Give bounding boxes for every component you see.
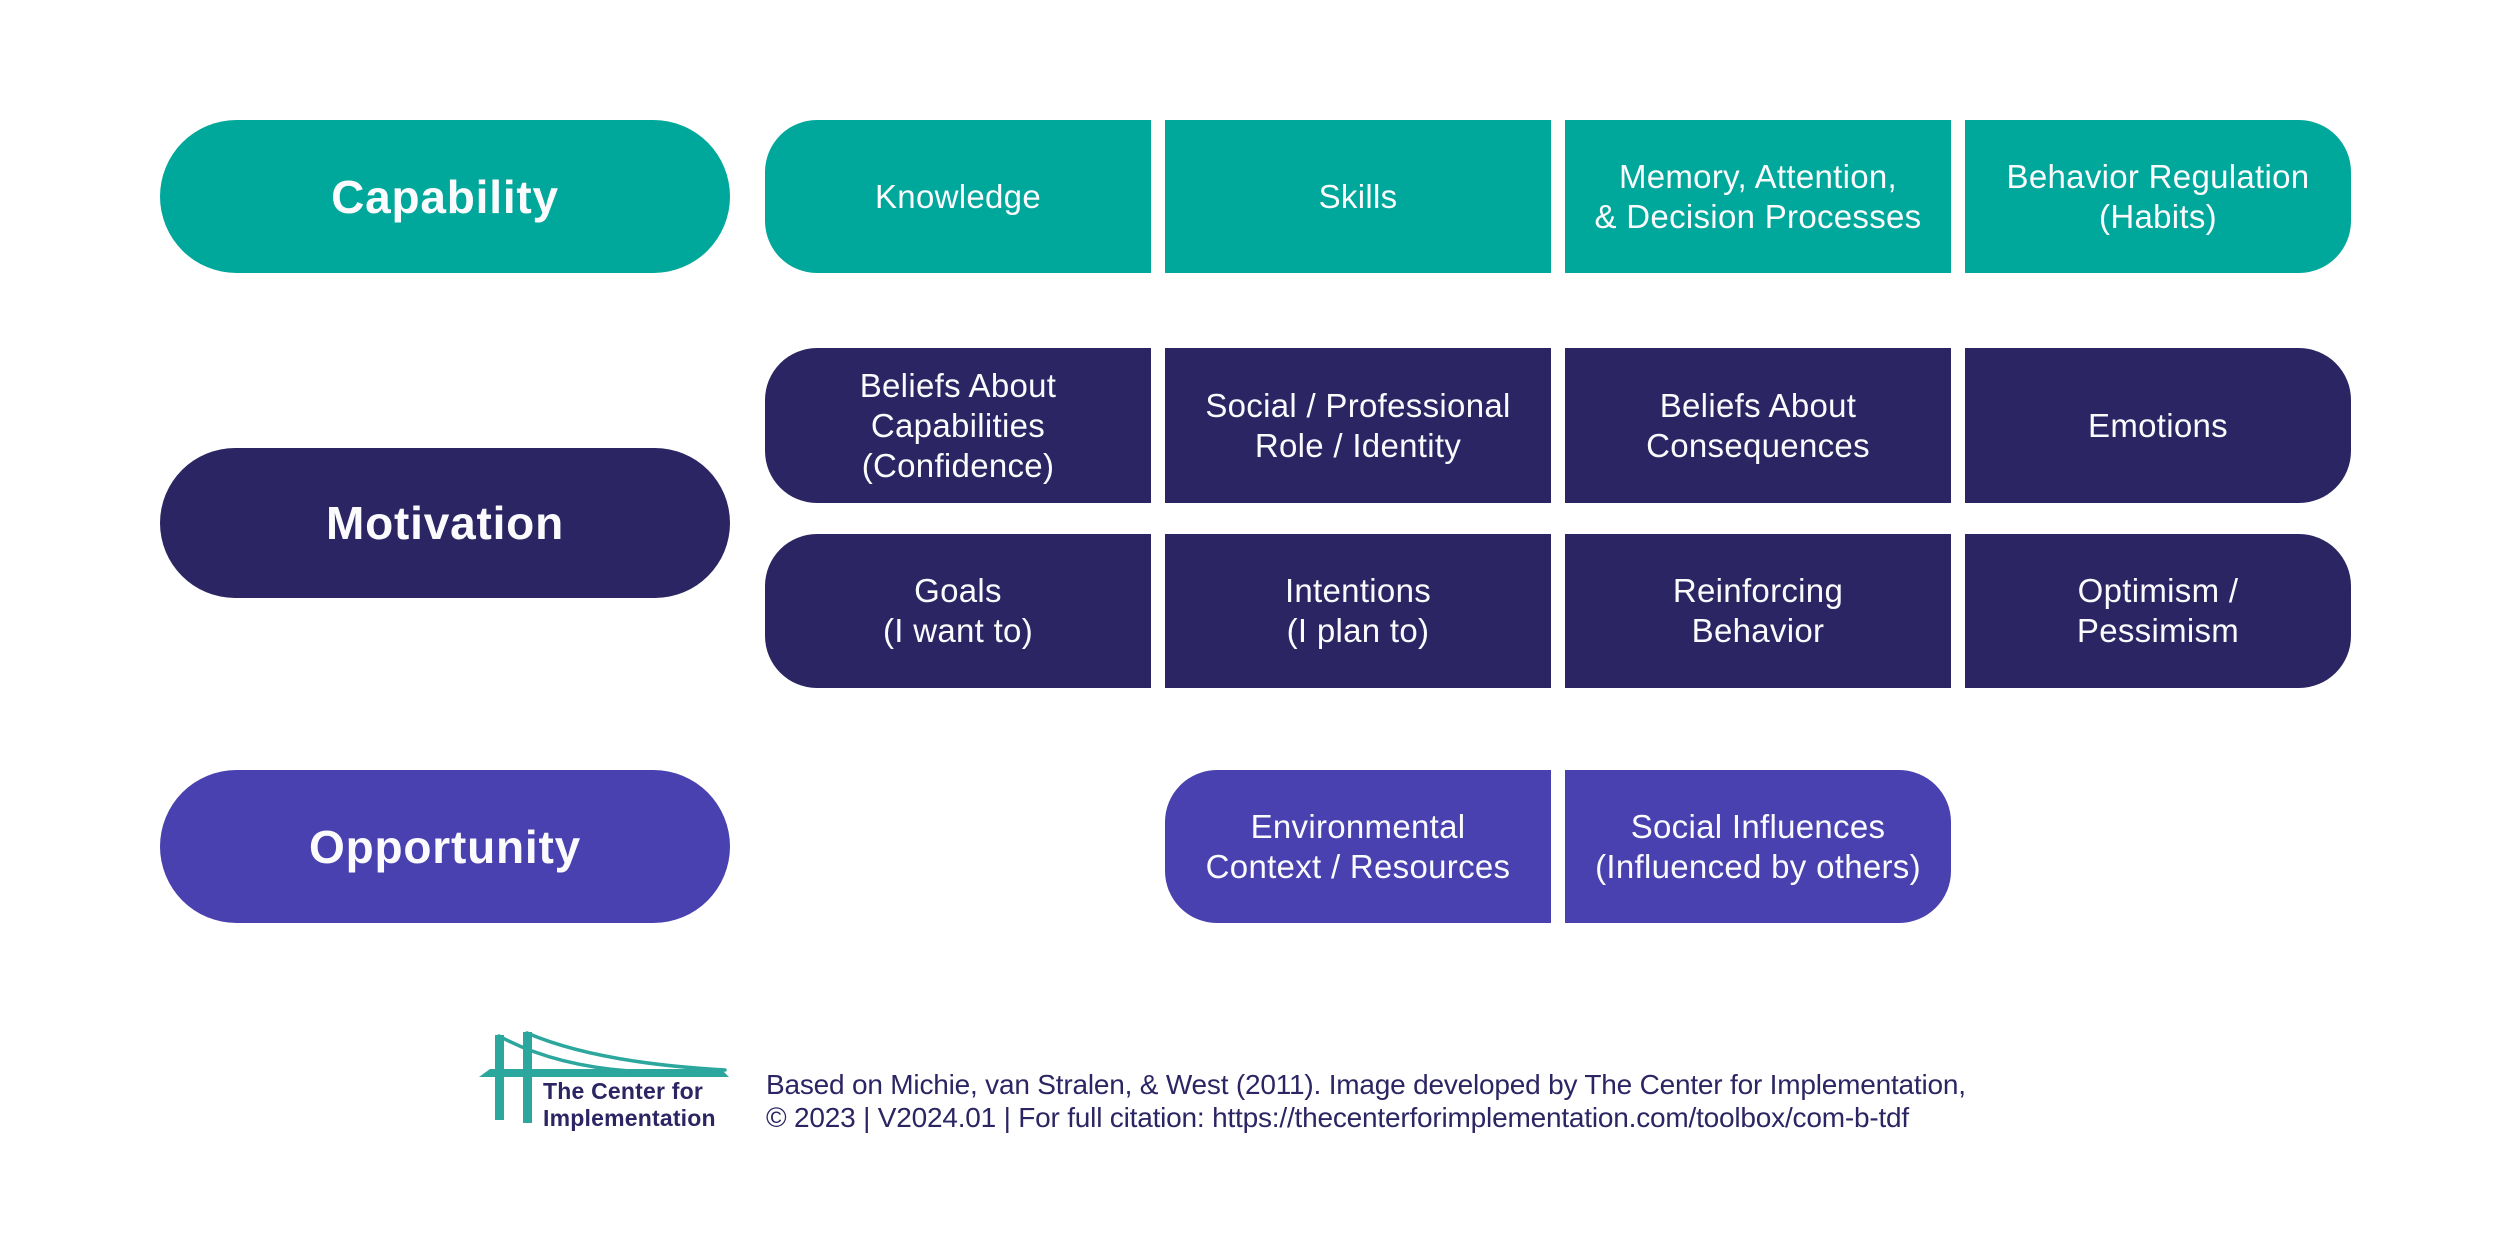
tdf-box-goals: Goals (I want to) (765, 534, 1151, 688)
tdf-box-environmental-context: Environmental Context / Resources (1165, 770, 1551, 923)
tdf-box-beliefs-about-capabilities: Beliefs About Capabilities (Confidence) (765, 348, 1151, 503)
capability-pill-label: Capability (331, 170, 559, 223)
tdf-box-optimism-pessimism-label: Optimism / Pessimism (2076, 572, 2240, 649)
tdf-box-reinforcing-behavior: Reinforcing Behavior (1565, 534, 1951, 688)
tdf-box-skills: Skills (1165, 120, 1551, 273)
tdf-box-beliefs-about-consequences-label: Beliefs About Consequences (1646, 386, 1870, 464)
tdf-box-knowledge-label: Knowledge (875, 177, 1041, 215)
tdf-box-social-influences-label: Social Influences (Influenced by others) (1595, 807, 1921, 885)
motivation-pill-label: Motivation (326, 497, 564, 549)
tdf-box-goals-label: Goals (I want to) (882, 572, 1033, 649)
tdf-box-social-professional-role-label: Social / Professional Role / Identity (1205, 386, 1511, 464)
motivation-pill: Motivation (160, 448, 730, 598)
logo-line-2: Implementation (543, 1105, 716, 1131)
citation-line-1: Based on Michie, van Stralen, & West (20… (766, 1069, 1966, 1100)
tdf-box-social-influences: Social Influences (Influenced by others) (1565, 770, 1951, 923)
tdf-box-behavior-regulation-label: Behavior Regulation (Habits) (2006, 157, 2310, 235)
tdf-box-knowledge: Knowledge (765, 120, 1151, 273)
citation-line-2: © 2023 | V2024.01 | For full citation: h… (766, 1102, 1909, 1133)
opportunity-pill-label: Opportunity (309, 820, 581, 873)
tdf-box-memory-attention-decision: Memory, Attention, & Decision Processes (1565, 120, 1951, 273)
tdf-box-emotions-label: Emotions (2088, 406, 2228, 444)
tdf-box-intentions: Intentions (I plan to) (1165, 534, 1551, 688)
citation-text: Based on Michie, van Stralen, & West (20… (766, 1068, 1966, 1134)
logo-line-1: The Center for (543, 1078, 703, 1104)
opportunity-pill: Opportunity (160, 770, 730, 923)
capability-pill: Capability (160, 120, 730, 273)
tdf-box-reinforcing-behavior-label: Reinforcing Behavior (1672, 572, 1844, 649)
tdf-box-behavior-regulation: Behavior Regulation (Habits) (1965, 120, 2351, 273)
tdf-box-memory-attention-decision-label: Memory, Attention, & Decision Processes (1594, 157, 1922, 235)
tdf-box-beliefs-about-consequences: Beliefs About Consequences (1565, 348, 1951, 503)
tdf-box-beliefs-about-capabilities-label: Beliefs About Capabilities (Confidence) (859, 366, 1057, 484)
tdf-box-environmental-context-label: Environmental Context / Resources (1205, 807, 1511, 885)
tdf-box-social-professional-role: Social / Professional Role / Identity (1165, 348, 1551, 503)
bridge-logo-icon (479, 1031, 729, 1123)
tdf-box-intentions-label: Intentions (I plan to) (1284, 572, 1432, 649)
tdf-box-skills-label: Skills (1318, 177, 1398, 215)
tdf-box-optimism-pessimism: Optimism / Pessimism (1965, 534, 2351, 688)
tdf-box-emotions: Emotions (1965, 348, 2351, 503)
logo-wordmark: The Center for Implementation (543, 1078, 716, 1132)
